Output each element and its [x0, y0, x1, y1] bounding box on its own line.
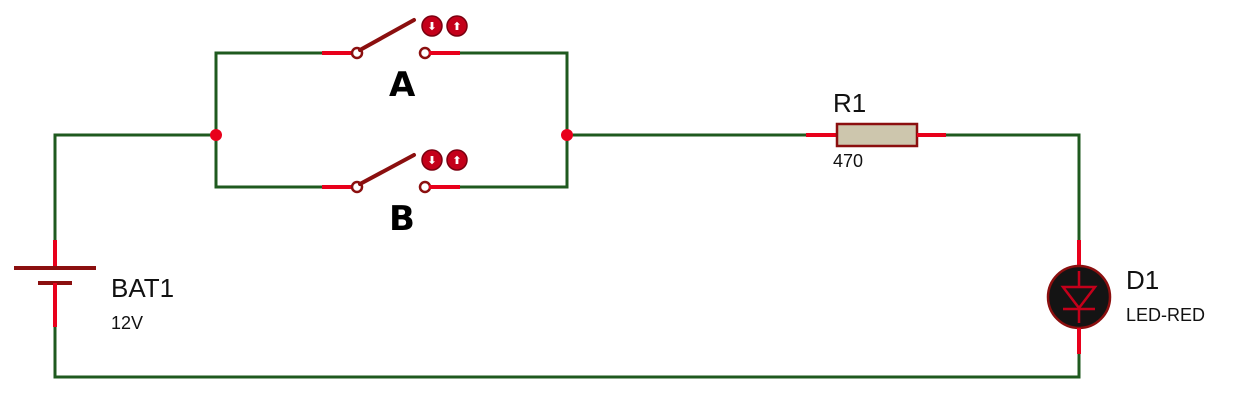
arrow-up-icon: ⬆ — [452, 154, 461, 167]
wire-resistor-to-led — [942, 133, 1081, 244]
wire-right-branch-b — [456, 133, 569, 189]
wire-left-branch-a — [214, 51, 326, 137]
junction-dot-left — [210, 129, 222, 141]
resistor-value-label: 470 — [833, 151, 863, 171]
battery-value-label: 12V — [111, 313, 143, 333]
arrow-up-icon: ⬆ — [452, 20, 461, 33]
wire-right-branch-a — [456, 51, 569, 137]
led-d1[interactable]: D1 LED-RED — [1046, 240, 1205, 354]
arrow-down-icon: ⬇ — [427, 154, 436, 167]
battery-bat1[interactable]: BAT1 12V — [14, 240, 174, 333]
led-value-label: LED-RED — [1126, 305, 1205, 325]
battery-ref-label: BAT1 — [111, 273, 174, 303]
wires — [53, 51, 1081, 379]
switch-a[interactable]: ⬇ ⬆ A — [322, 15, 468, 105]
switch-a-lever[interactable] — [358, 18, 416, 52]
switch-b-contact-right — [418, 180, 432, 194]
switch-b[interactable]: ⬇ ⬆ B — [322, 149, 468, 239]
switch-b-open-button[interactable]: ⬇ — [421, 149, 443, 171]
wire-left-branch-b — [214, 133, 326, 189]
resistor-r1[interactable]: R1 470 — [806, 88, 946, 171]
resistor-ref-label: R1 — [833, 88, 866, 118]
resistor-body — [835, 122, 919, 148]
switch-b-lever[interactable] — [358, 153, 416, 186]
switch-a-contact-right — [418, 46, 432, 60]
switch-b-close-button[interactable]: ⬆ — [446, 149, 468, 171]
switch-a-open-button[interactable]: ⬇ — [421, 15, 443, 37]
led-ref-label: D1 — [1126, 265, 1159, 295]
wire-return — [53, 323, 1081, 379]
arrow-down-icon: ⬇ — [427, 20, 436, 33]
switch-a-label: A — [389, 65, 416, 105]
wire-battery-top — [53, 133, 218, 244]
switch-a-close-button[interactable]: ⬆ — [446, 15, 468, 37]
junction-dot-right — [561, 129, 573, 141]
switch-b-label: B — [389, 199, 415, 239]
